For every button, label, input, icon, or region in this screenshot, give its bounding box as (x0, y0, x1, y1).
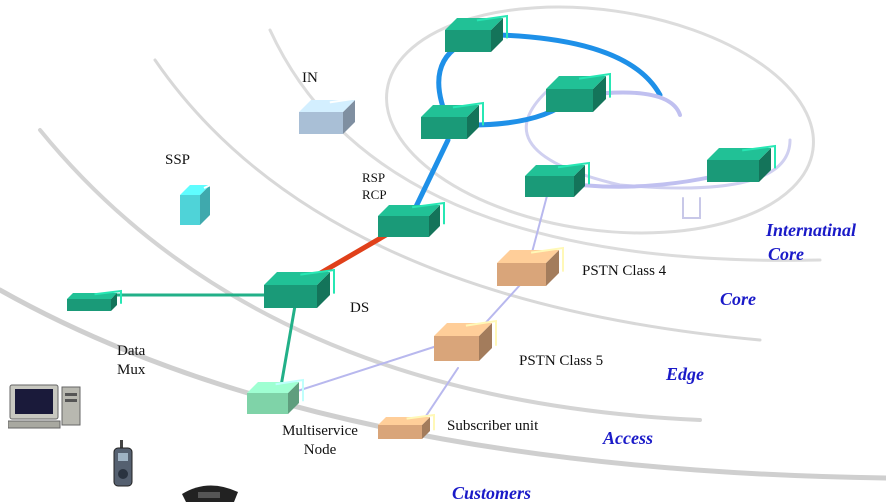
tier-access: Access (603, 428, 653, 448)
link-pstn5-multiservice (284, 344, 441, 396)
multiservice-node-box (247, 378, 304, 414)
ds-switch (264, 268, 335, 308)
label-ds: DS (350, 300, 370, 316)
core-switch-left (421, 101, 484, 139)
label-ssp: SSP (165, 152, 191, 168)
arc-international-core (385, 5, 815, 235)
core-switch-far-right (707, 144, 776, 182)
label-mux: Mux (117, 362, 146, 378)
desk-telephone-icon (182, 485, 238, 502)
tier-arcs (0, 5, 886, 481)
tier-international-line1: Internatinal (766, 220, 857, 240)
tier-core: Core (720, 289, 756, 309)
tier-edge: Edge (666, 364, 704, 384)
label-pstn-class5: PSTN Class 5 (519, 353, 604, 369)
subscriber-unit-box (378, 413, 435, 439)
label-in: IN (302, 70, 318, 86)
arc-access (38, 128, 702, 422)
in-box (299, 96, 360, 134)
nodes (67, 14, 776, 439)
label-rcp: RCP (362, 187, 387, 202)
ring-link-top-right (497, 32, 663, 98)
core-switch-right-upper (546, 72, 611, 112)
data-mux-switch (67, 289, 122, 311)
label-node: Node (303, 442, 337, 458)
pstn-class5-box (434, 319, 497, 361)
label-pstn-class4: PSTN Class 4 (582, 263, 667, 279)
arc-edge (153, 58, 762, 342)
link-ds-multiservice (278, 298, 298, 394)
link-ring-to-rsp (409, 137, 451, 218)
pstn-class4-box (497, 246, 564, 286)
desktop-computer-icon (8, 384, 81, 429)
tier-customers: Customers (452, 483, 532, 503)
label-subscriber-unit: Subscriber unit (447, 418, 539, 434)
link-core-pstn4 (529, 191, 549, 261)
core-switch-top (445, 14, 508, 52)
mobile-phone-icon (113, 440, 133, 487)
ssp-box (180, 181, 216, 225)
label-multiservice: Multiservice (282, 423, 358, 439)
tier-international-line2: Core (768, 244, 804, 264)
arc-core (268, 28, 822, 262)
rsp-rcp-switch (378, 201, 445, 237)
label-data: Data (117, 343, 146, 359)
core-switch-lower (525, 161, 590, 197)
label-rsp: RSP (362, 170, 386, 185)
core-bracket (682, 197, 701, 219)
